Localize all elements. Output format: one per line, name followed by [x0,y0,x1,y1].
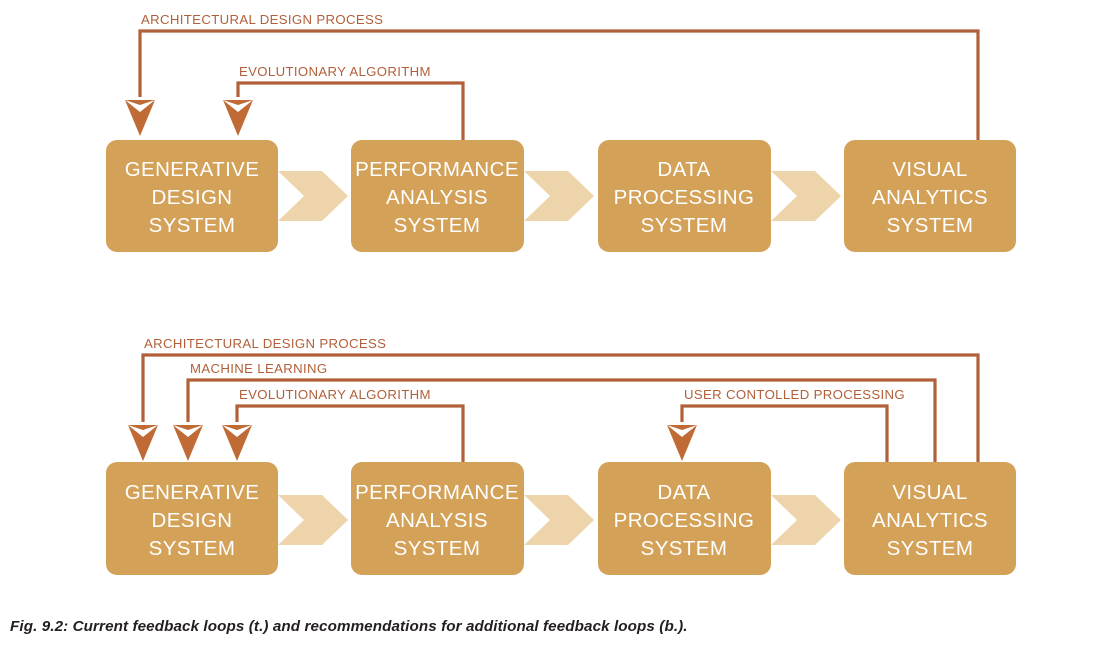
bottom-feedback-lines [141,353,980,462]
bottom-diagram: GENERATIVE DESIGN SYSTEM PERFORMANCE ANA… [106,336,1016,575]
connector-chevron-1 [278,171,348,221]
arrowhead-adp-bottom [128,425,158,461]
arrowhead-ea-top [223,100,253,136]
top-diagram: GENERATIVE DESIGN SYSTEM PERFORMANCE ANA… [106,12,1016,252]
box-generative-design-system[interactable]: GENERATIVE DESIGN SYSTEM [106,462,278,575]
connector-chevron-2 [524,171,594,221]
box-label-line: VISUAL [892,158,967,181]
box-label-line: SYSTEM [641,214,728,237]
arrowhead-ml-bottom [173,425,203,461]
box-label-line: SYSTEM [394,537,481,560]
box-label-line: SYSTEM [641,537,728,560]
box-label-line: DESIGN [152,186,233,209]
box-label-line: GENERATIVE [125,158,260,181]
box-label-line: PERFORMANCE [355,481,519,504]
box-label-line: GENERATIVE [125,481,260,504]
flow-label-evolutionary-algorithm: EVOLUTIONARY ALGORITHM [239,387,431,402]
box-label-line: SYSTEM [887,537,974,560]
connector-chevron-1 [278,495,348,545]
box-generative-design-system[interactable]: GENERATIVE DESIGN SYSTEM [106,140,278,252]
bottom-connectors [278,495,841,545]
arrowhead-ucp-bottom [667,425,697,461]
line-ml-bottom [186,378,937,462]
top-feedback-lines [138,29,980,140]
box-label-line: PROCESSING [614,509,755,532]
line-ucp-bottom [680,404,889,462]
arrowhead-ea-bottom [222,425,252,461]
box-data-processing-system[interactable]: DATA PROCESSING SYSTEM [598,140,771,252]
box-label-line: ANALYSIS [386,509,488,532]
box-label-line: DATA [657,481,710,504]
box-label-line: PROCESSING [614,186,755,209]
flow-label-architectural-design-process: ARCHITECTURAL DESIGN PROCESS [144,336,386,351]
box-visual-analytics-system[interactable]: VISUAL ANALYTICS SYSTEM [844,140,1016,252]
box-label-line: VISUAL [892,481,967,504]
box-label-line: SYSTEM [887,214,974,237]
connector-chevron-2 [524,495,594,545]
top-connectors [278,171,841,221]
line-adp-top [138,29,980,140]
box-label-line: DATA [657,158,710,181]
box-label-line: ANALYSIS [386,186,488,209]
flow-label-architectural-design-process: ARCHITECTURAL DESIGN PROCESS [141,12,383,27]
box-label-line: ANALYTICS [872,509,988,532]
box-label-line: DESIGN [152,509,233,532]
box-performance-analysis-system[interactable]: PERFORMANCE ANALYSIS SYSTEM [351,140,524,252]
box-data-processing-system[interactable]: DATA PROCESSING SYSTEM [598,462,771,575]
box-visual-analytics-system[interactable]: VISUAL ANALYTICS SYSTEM [844,462,1016,575]
line-ea-top [236,81,465,140]
flow-label-user-contolled-processing: USER CONTOLLED PROCESSING [684,387,905,402]
top-boxes: GENERATIVE DESIGN SYSTEM PERFORMANCE ANA… [106,140,1016,252]
box-label-line: SYSTEM [149,537,236,560]
flow-label-machine-learning: MACHINE LEARNING [190,361,328,376]
flow-label-evolutionary-algorithm: EVOLUTIONARY ALGORITHM [239,64,431,79]
bottom-boxes: GENERATIVE DESIGN SYSTEM PERFORMANCE ANA… [106,462,1016,575]
top-arrowheads [125,100,253,136]
box-label-line: PERFORMANCE [355,158,519,181]
arrowhead-adp-top [125,100,155,136]
connector-chevron-3 [771,171,841,221]
box-label-line: SYSTEM [394,214,481,237]
box-label-line: SYSTEM [149,214,236,237]
connector-chevron-3 [771,495,841,545]
box-performance-analysis-system[interactable]: PERFORMANCE ANALYSIS SYSTEM [351,462,524,575]
figure-caption: Fig. 9.2: Current feedback loops (t.) an… [10,618,688,635]
line-ea-bottom [235,404,465,462]
box-label-line: ANALYTICS [872,186,988,209]
line-adp-bottom [141,353,980,462]
bottom-arrowheads [128,425,697,461]
